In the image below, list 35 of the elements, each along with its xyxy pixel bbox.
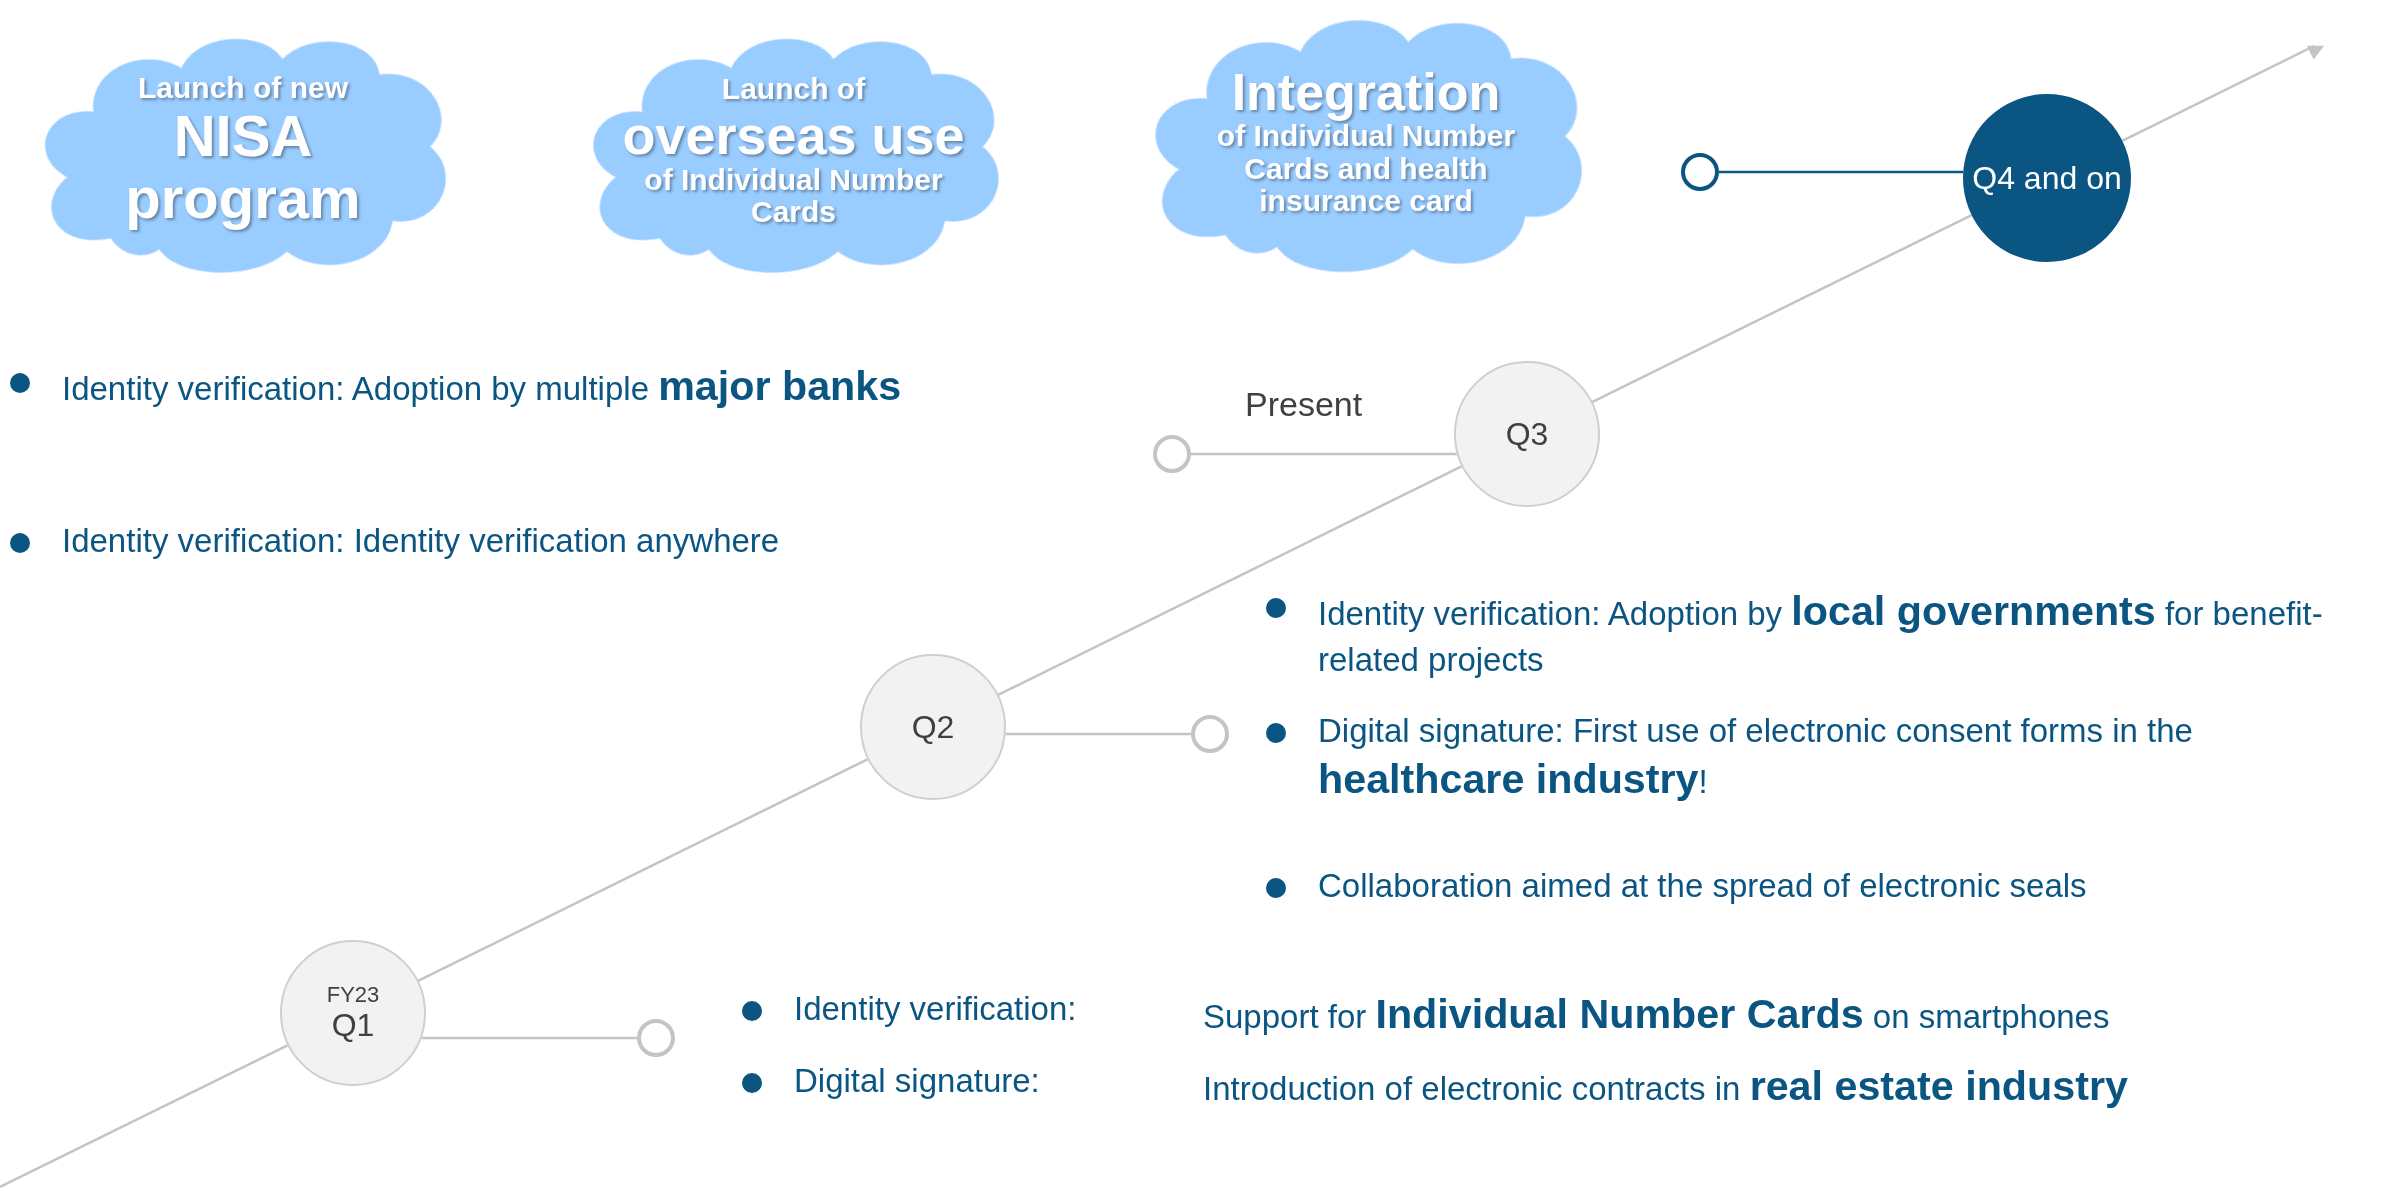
timeline-marker — [637, 1019, 675, 1057]
connector-line — [1005, 732, 1191, 736]
timeline-marker — [1153, 435, 1191, 473]
connector-line — [1191, 452, 1457, 456]
cloud-text: Launch of — [721, 73, 866, 106]
quarter-label: Q2 — [911, 708, 955, 746]
timeline-marker — [1191, 715, 1229, 753]
bullet-text: Digital signature: First use of electronic consent forms in the healthcare industry! — [1318, 711, 2194, 804]
bullet-text: Support for Individual Number Cards on smartphones — [1203, 990, 2110, 1039]
status-label: Present — [1245, 385, 1363, 424]
quarter-label: FY23 — [326, 981, 380, 1008]
connector-line — [1719, 170, 1964, 174]
cloud-text: of Individual Number Cards — [643, 163, 944, 229]
connector-line — [421, 1036, 637, 1040]
timeline-line — [997, 465, 1463, 696]
cloud-text: NISA program — [124, 104, 362, 230]
quarter-label: Q3 — [1505, 415, 1549, 453]
bullet-text: Identity verification: — [794, 989, 1077, 1029]
timeline-line — [2121, 44, 2324, 142]
cloud-text: of Individual Number Cards and health insurance card — [1215, 120, 1517, 218]
timeline-line — [1591, 213, 1973, 403]
bullet-text: Introduction of electronic contracts in real estate industry — [1203, 1062, 2128, 1111]
cloud-text: overseas use — [622, 105, 965, 164]
bullet-text: Identity verification: Adoption by local governments for benefit-related projects — [1318, 587, 2324, 680]
timeline-marker — [1681, 153, 1719, 191]
bullet-text: Collaboration aimed at the spread of electronic seals — [1318, 866, 2087, 906]
bullet-text: Identity verification: Identity verification anywhere — [62, 521, 780, 561]
bullet-text: Identity verification: Adoption by multiple major banks — [62, 362, 902, 411]
timeline-line — [0, 1044, 289, 1189]
quarter-label: Q4 and on — [1972, 159, 2122, 197]
timeline-line — [417, 758, 869, 982]
cloud-text: Integration — [1231, 64, 1501, 121]
bullet-text: Digital signature: — [794, 1061, 1040, 1101]
quarter-label: Q1 — [331, 1007, 375, 1045]
cloud-text: Launch of new — [138, 72, 348, 105]
